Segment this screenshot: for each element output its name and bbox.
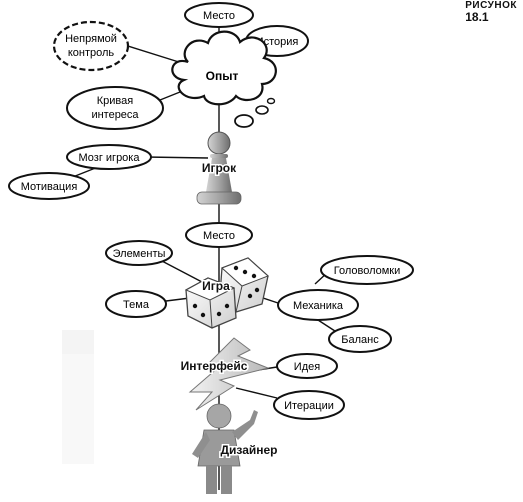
node-nepryamoy-kontrol: Непрямой контроль [52,20,130,72]
node-interfeys-label: Интерфейс [181,359,248,373]
node-opyt-cloud: Опыт [171,30,277,128]
node-golovolomki-label: Головоломки [334,265,401,277]
designer-leg-left [206,466,217,494]
pawn-icon [196,131,242,205]
figure-label: РИСУНОК 18.1 [465,0,517,23]
node-mekhanika-label: Механика [293,300,344,312]
node-mekhanika: Механика [277,289,359,321]
node-balans-label: Баланс [341,334,379,346]
node-krivaya-interesa: Кривая интереса [66,86,164,130]
node-opyt-label: Опыт [206,69,239,83]
node-igrok-label: Игрок [202,161,237,175]
node-tema-label: Тема [123,299,150,311]
designer-raised-arm [232,410,258,440]
node-motivatsiya-label: Мотивация [21,181,78,193]
node-golovolomki: Головоломки [320,255,414,285]
thought-bubble-medium [255,105,269,115]
node-balans: Баланс [328,325,392,353]
node-mesto-top-label: Место [203,10,235,22]
background-blocks [62,330,94,464]
node-mesto-top: Место [184,2,254,28]
thought-bubble-large [234,114,254,128]
cloud-shape [171,30,277,106]
node-mesto-mid: Место [185,222,253,248]
node-mesto-mid-label: Место [203,230,235,242]
node-nepryamoy-line2: контроль [68,47,115,59]
link-mozg [144,156,209,159]
node-mozg-igroka: Мозг игрока [66,144,152,170]
node-elementy-label: Элементы [113,248,166,260]
dice-icon [184,257,269,329]
node-mozg-label: Мозг игрока [79,152,141,164]
node-ideya: Идея [276,353,338,379]
node-krivaya-line1: Кривая [97,95,134,107]
node-elementy: Элементы [105,240,173,266]
node-iteratsii-label: Итерации [284,400,334,412]
lightning-icon [188,337,270,411]
node-nepryamoy-line1: Непрямой [65,33,117,45]
designer-lower-arm [192,432,210,458]
thought-bubble-small [266,97,276,105]
figure-label-word: РИСУНОК [465,0,517,11]
designer-head [206,403,232,429]
designer-figure-icon [192,403,258,494]
die-front [184,277,237,329]
node-igra-label: Игра [202,279,230,293]
node-motivatsiya: Мотивация [8,172,90,200]
link-iteratsii [235,387,278,399]
node-dizayner-label: Дизайнер [220,443,277,457]
node-krivaya-line2: интереса [91,109,139,121]
designer-leg-right [221,466,232,494]
node-ideya-label: Идея [294,361,320,373]
node-tema: Тема [105,290,167,318]
figure-label-number: 18.1 [465,10,489,24]
node-iteratsii: Итерации [273,390,345,420]
link-elementy [159,259,203,283]
